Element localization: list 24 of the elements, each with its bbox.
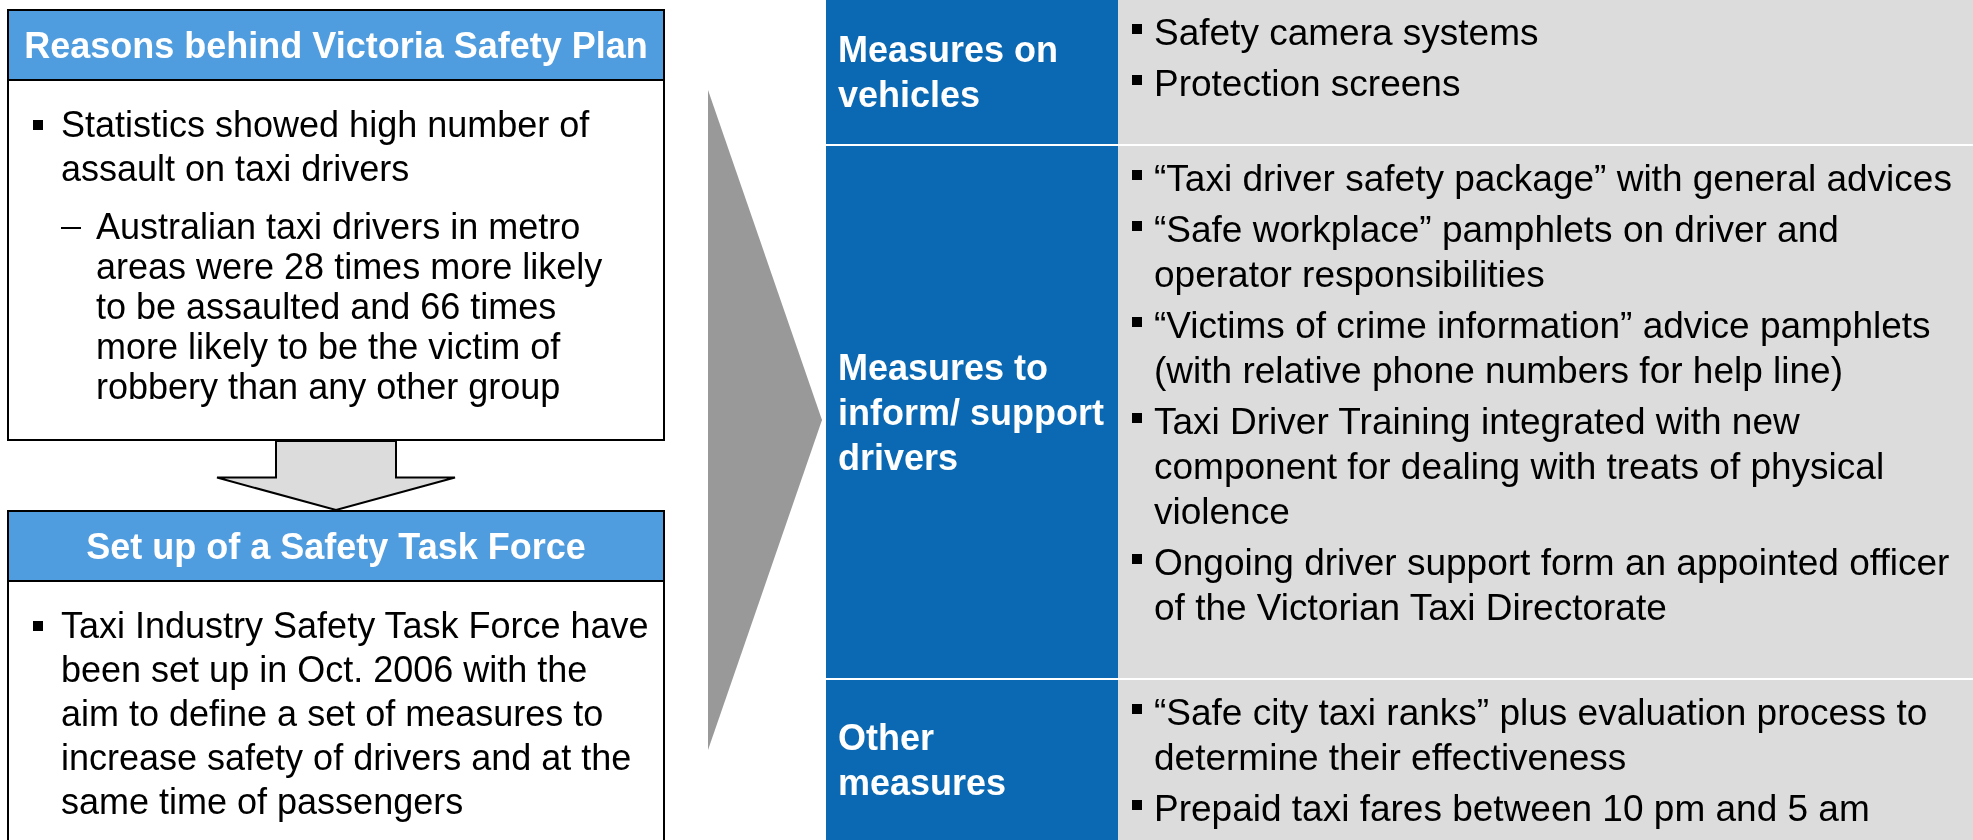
header-title: Reasons behind Victoria Safety Plan (24, 23, 648, 68)
bullet-text: Ongoing driver support form an appointed officer of the Victorian Taxi Directorate (1154, 541, 1951, 630)
text-card (7, 9, 665, 441)
table-row (826, 680, 1973, 840)
sub-bullet-text: Australian taxi drivers in metro areas were 28 times more likely to be assaulted and 66 times more likely to be the victim of robbery than any other group (96, 207, 604, 407)
bullet-text: Taxi Industry Safety Task Force have been set up in Oct. 2006 with the aim to define a set of measures to increase safety of drivers and at the same time of passengers (61, 604, 650, 824)
bullet-text: Prepaid taxi fares between 10 pm and 5 am (1154, 787, 1870, 831)
row-header-text: Measures on vehicles (838, 28, 1060, 117)
bullet-text: “Victims of crime information” advice pamphlets (with relative phone numbers for help line) (1154, 304, 1932, 393)
table-row (826, 0, 1973, 144)
bullet-text: Protection screens (1154, 62, 1461, 106)
bullet-text: Statistics showed high number of assault on taxi drivers (61, 103, 591, 191)
table-row (826, 146, 1973, 678)
row-header-text: Other measures (838, 716, 1008, 805)
block-arrow (216, 440, 456, 512)
bullet-text: Safety camera systems (1154, 11, 1539, 55)
text-card (7, 510, 665, 840)
bullet-text: “Safe workplace” pamphlets on driver and operator responsibilities (1154, 208, 1840, 297)
bullet-text: “Taxi driver safety package” with general advices (1154, 157, 1952, 201)
row-header-text: Measures to inform/ support drivers (838, 345, 1105, 480)
header-title: Set up of a Safety Task Force (86, 524, 586, 569)
bullet-text: “Safe city taxi ranks” plus evaluation process to determine their effectiveness (1154, 691, 1929, 780)
bullet-text: Taxi Driver Training integrated with new component for dealing with treats of physical violence (1154, 400, 1886, 534)
chevron-arrow (707, 90, 823, 750)
